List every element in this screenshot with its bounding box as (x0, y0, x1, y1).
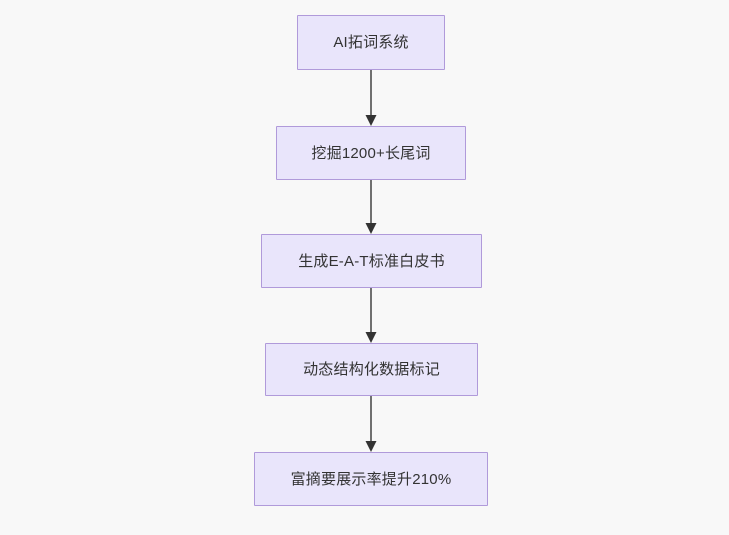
flow-node-label: 富摘要展示率提升210% (290, 470, 452, 488)
flow-node-ai-keyword-system[interactable]: AI拓词系统 (297, 15, 445, 70)
flow-node-dynamic-structured-data-markup[interactable]: 动态结构化数据标记 (265, 343, 478, 396)
edge-node3-to-node4 (365, 288, 377, 343)
flow-node-generate-eat-whitepaper[interactable]: 生成E-A-T标准白皮书 (261, 234, 482, 288)
flow-node-label: 生成E-A-T标准白皮书 (298, 252, 445, 270)
edge-node2-to-node3 (365, 180, 377, 234)
edge-node4-to-node5 (365, 396, 377, 452)
flow-node-label: 挖掘1200+长尾词 (311, 144, 431, 162)
flow-node-rich-snippet-rate-increase[interactable]: 富摘要展示率提升210% (254, 452, 488, 506)
edge-node1-to-node2 (365, 70, 377, 126)
flow-node-mine-longtail-keywords[interactable]: 挖掘1200+长尾词 (276, 126, 466, 180)
flow-node-label: 动态结构化数据标记 (303, 361, 440, 378)
flow-node-label: AI拓词系统 (333, 34, 409, 51)
